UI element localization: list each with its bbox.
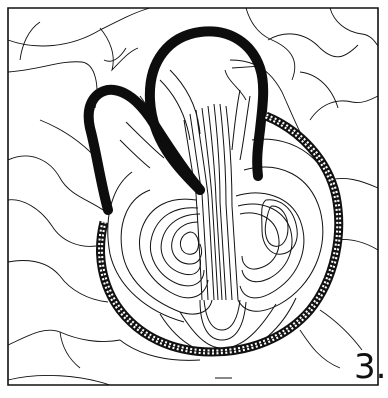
panel-number: 3. — [354, 350, 386, 384]
right-arch-boundary — [150, 31, 263, 190]
figure-frame — [8, 8, 378, 385]
background-contours — [8, 8, 378, 385]
hatched-ring-outer — [101, 116, 339, 352]
